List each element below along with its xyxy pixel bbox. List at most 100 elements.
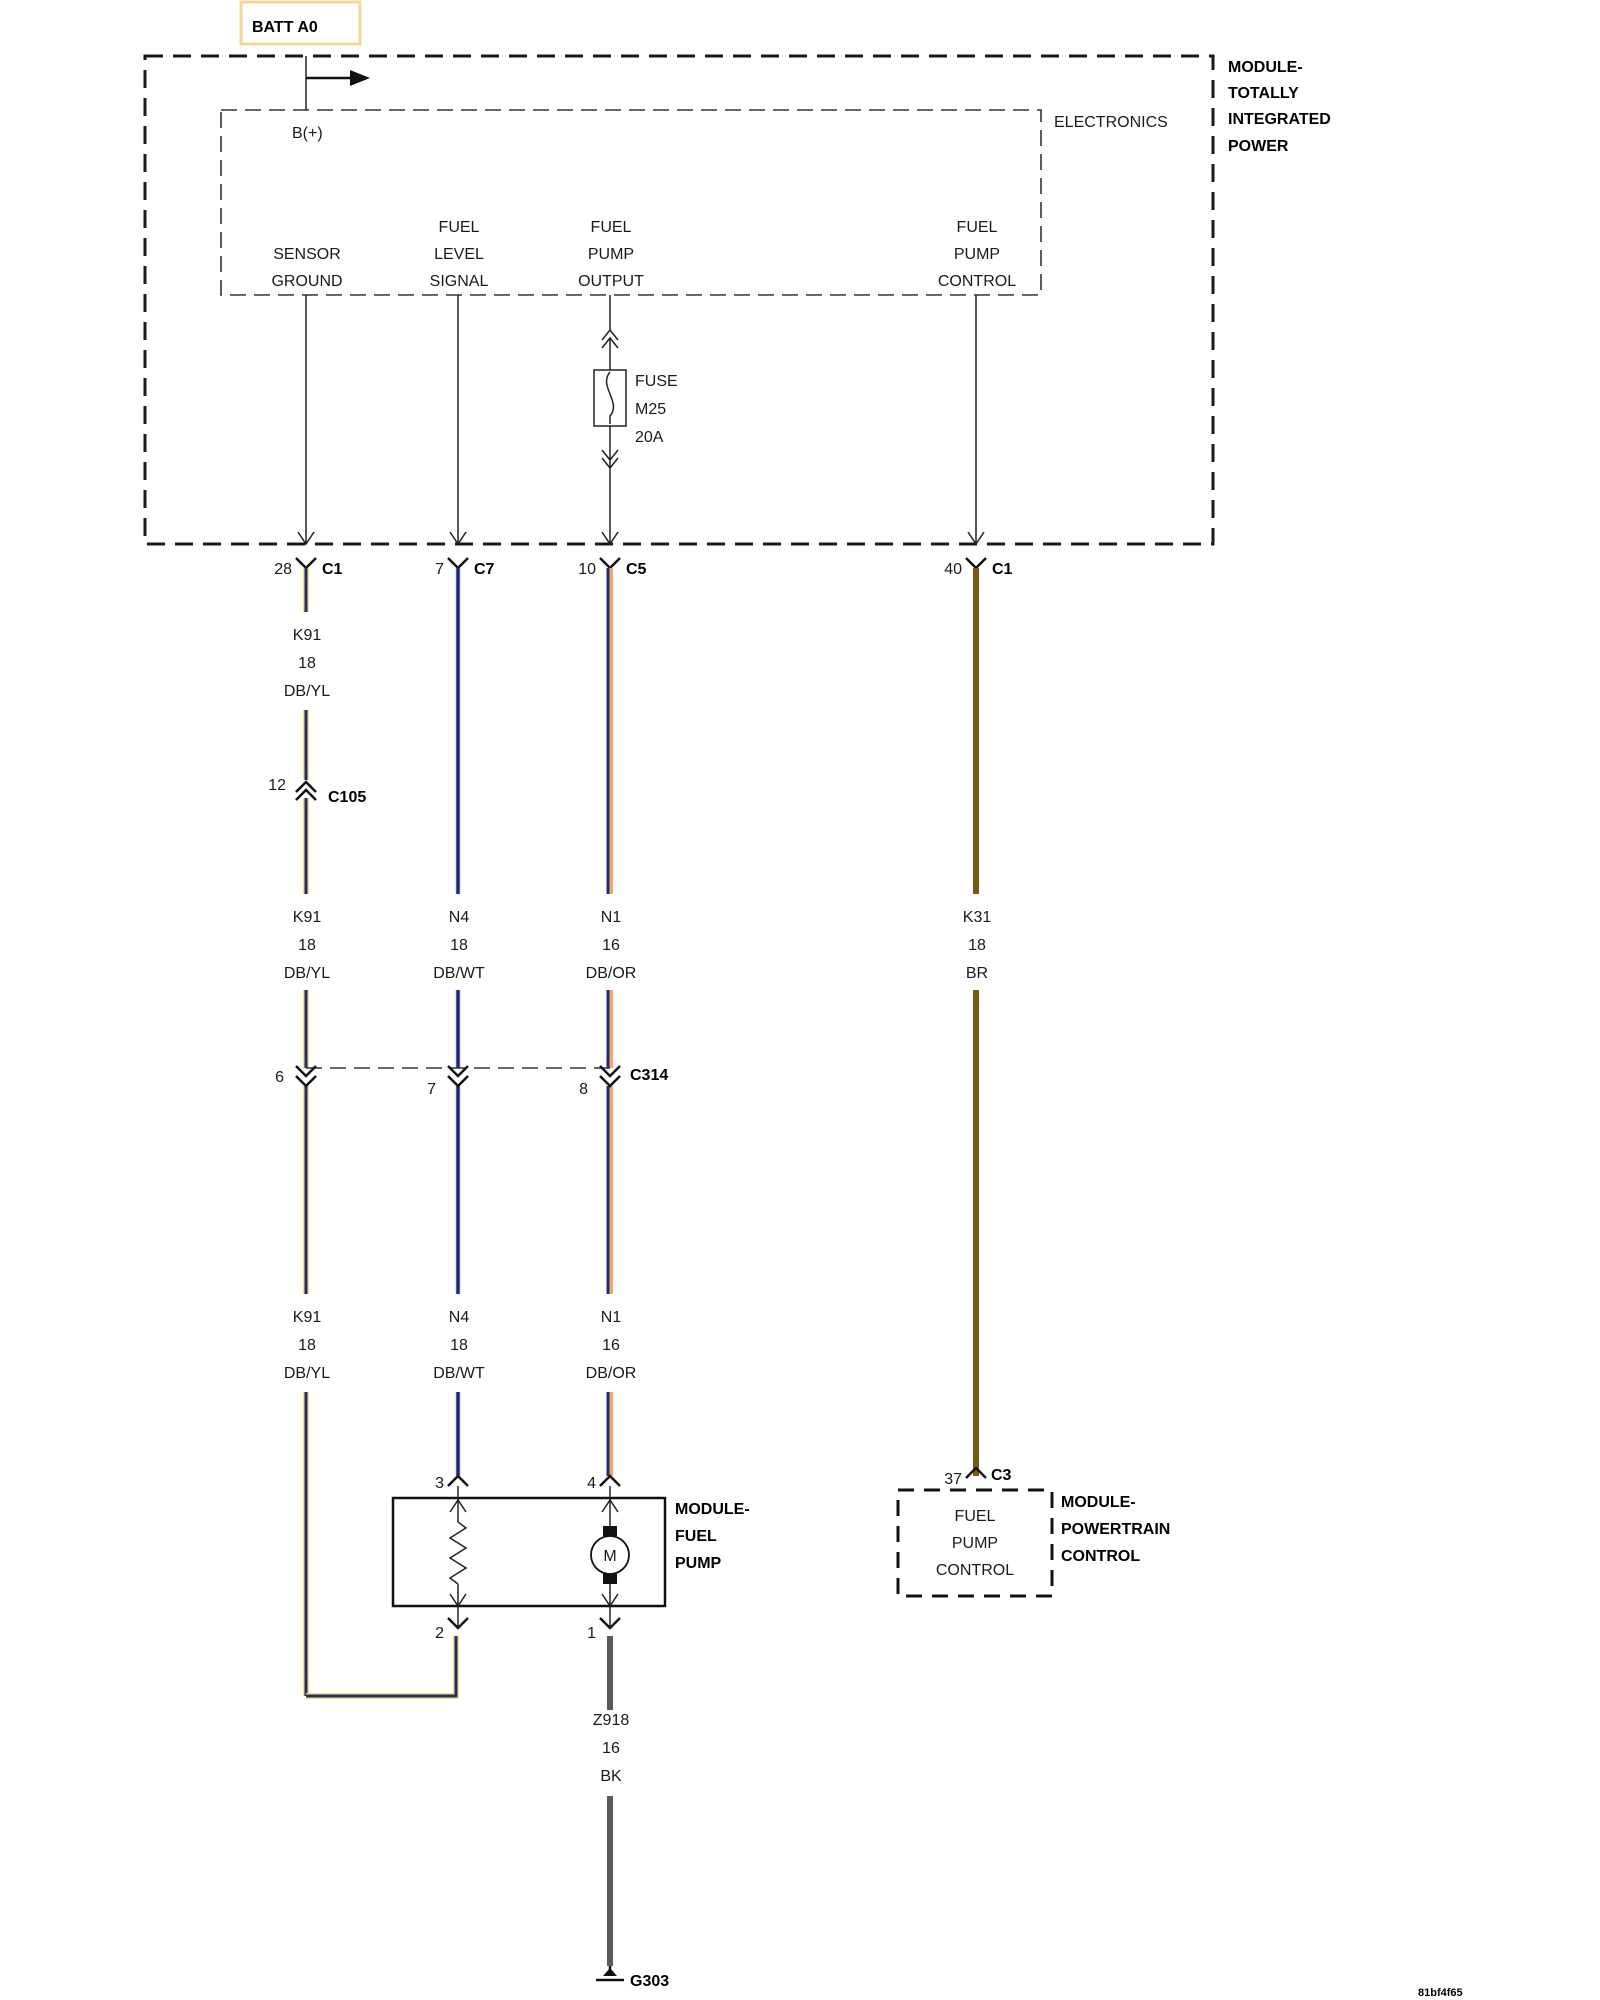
- tip-module-boundary: [143, 54, 1215, 546]
- wire-n1: [606, 568, 613, 1476]
- svg-text:DB/WT: DB/WT: [433, 1365, 485, 1382]
- svg-text:INTEGRATED: INTEGRATED: [1228, 111, 1331, 128]
- svg-text:K91: K91: [293, 627, 322, 644]
- svg-text:TOTALLY: TOTALLY: [1228, 85, 1299, 102]
- svg-text:FUEL: FUEL: [957, 219, 998, 236]
- batt-tag-box: [239, 0, 362, 46]
- batt-tag-label: BATT A0: [252, 19, 318, 36]
- svg-text:FUEL: FUEL: [591, 219, 632, 236]
- svg-text:8: 8: [579, 1081, 588, 1098]
- svg-text:C314: C314: [630, 1067, 668, 1084]
- svg-text:37: 37: [944, 1471, 962, 1488]
- pcm-title: MODULE- POWERTRAIN CONTROL: [1061, 1494, 1170, 1565]
- svg-text:MODULE-: MODULE-: [1061, 1494, 1136, 1511]
- svg-text:C5: C5: [626, 561, 647, 578]
- svg-text:PUMP: PUMP: [588, 246, 634, 263]
- svg-text:18: 18: [450, 937, 468, 954]
- svg-text:OUTPUT: OUTPUT: [578, 273, 644, 290]
- svg-text:Z918: Z918: [593, 1712, 630, 1729]
- svg-text:FUSE: FUSE: [635, 373, 678, 390]
- svg-text:10: 10: [578, 561, 596, 578]
- svg-text:CONTROL: CONTROL: [936, 1562, 1014, 1579]
- svg-text:N1: N1: [601, 1309, 622, 1326]
- wire-label-k91-low: K91 18 DB/YL: [284, 1309, 330, 1382]
- svg-text:DB/YL: DB/YL: [284, 1365, 330, 1382]
- svg-text:6: 6: [275, 1069, 284, 1086]
- svg-text:40: 40: [944, 561, 962, 578]
- svg-text:20A: 20A: [635, 429, 664, 446]
- fuel-pump-module-box: 3 4 2 1: [391, 1474, 667, 1642]
- svg-text:18: 18: [968, 937, 986, 954]
- connector-c105: 12 C105: [268, 777, 366, 806]
- bplus-label: B(+): [292, 125, 323, 142]
- wire-label-n1-low: N1 16 DB/OR: [586, 1309, 637, 1382]
- svg-text:18: 18: [298, 937, 316, 954]
- svg-text:POWERTRAIN: POWERTRAIN: [1061, 1521, 1170, 1538]
- svg-text:3: 3: [435, 1475, 444, 1492]
- wire-label-n1-mid: N1 16 DB/OR: [586, 909, 637, 982]
- svg-text:C105: C105: [328, 789, 366, 806]
- pin-label-fuel-pump-control: FUEL PUMP CONTROL: [938, 219, 1016, 290]
- svg-text:16: 16: [602, 1740, 620, 1757]
- svg-text:N4: N4: [449, 1309, 470, 1326]
- svg-text:SENSOR: SENSOR: [273, 246, 341, 263]
- wire-k91: [303, 568, 459, 1699]
- svg-text:MODULE-: MODULE-: [675, 1501, 750, 1518]
- wire-label-n4-low: N4 18 DB/WT: [433, 1309, 485, 1382]
- arrow-icon: [449, 531, 467, 546]
- connector-c3-pin37: 37 C3: [944, 1466, 1012, 1488]
- svg-text:18: 18: [298, 655, 316, 672]
- svg-text:K91: K91: [293, 909, 322, 926]
- svg-text:PUMP: PUMP: [954, 246, 1000, 263]
- electronics-boundary: [220, 109, 1042, 296]
- arrow-icon: [297, 531, 315, 546]
- svg-text:PUMP: PUMP: [952, 1535, 998, 1552]
- wire-label-z918: Z918 16 BK: [593, 1712, 630, 1785]
- svg-text:M25: M25: [635, 401, 666, 418]
- svg-text:16: 16: [602, 937, 620, 954]
- svg-text:C7: C7: [474, 561, 495, 578]
- svg-text:POWER: POWER: [1228, 138, 1289, 155]
- svg-text:7: 7: [435, 561, 444, 578]
- svg-text:7: 7: [427, 1081, 436, 1098]
- diagram-code: 81bf4f65: [1418, 1987, 1463, 1999]
- arrow-icon: [967, 531, 985, 546]
- svg-text:G303: G303: [630, 1973, 669, 1990]
- pcm-pin-label: FUEL PUMP CONTROL: [936, 1508, 1014, 1579]
- svg-text:FUEL: FUEL: [439, 219, 480, 236]
- svg-text:BK: BK: [600, 1768, 622, 1785]
- svg-text:C1: C1: [322, 561, 343, 578]
- ground-g303: G303: [596, 1966, 669, 1990]
- svg-text:K31: K31: [963, 909, 992, 926]
- wire-label-k31: K31 18 BR: [963, 909, 992, 982]
- fuse-m25-symbol: [593, 328, 627, 470]
- bplus-arrow-icon: [350, 70, 370, 86]
- svg-text:28: 28: [274, 561, 292, 578]
- electronics-label: ELECTRONICS: [1054, 114, 1168, 131]
- svg-text:12: 12: [268, 777, 286, 794]
- svg-text:CONTROL: CONTROL: [1061, 1548, 1140, 1565]
- arrow-icon: [601, 531, 619, 546]
- connector-c314: 6 7 8 C314: [275, 1065, 668, 1098]
- svg-text:18: 18: [298, 1337, 316, 1354]
- svg-text:N1: N1: [601, 909, 622, 926]
- pin-label-fuel-level-signal: FUEL LEVEL SIGNAL: [430, 219, 489, 290]
- tip-module-title: MODULE- TOTALLY INTEGRATED POWER: [1228, 59, 1331, 155]
- svg-text:C3: C3: [991, 1467, 1012, 1484]
- wire-label-k91-mid: K91 18 DB/YL: [284, 909, 330, 982]
- svg-text:LEVEL: LEVEL: [434, 246, 484, 263]
- svg-text:DB/YL: DB/YL: [284, 683, 330, 700]
- wire-label-n4-mid: N4 18 DB/WT: [433, 909, 485, 982]
- svg-text:4: 4: [587, 1475, 596, 1492]
- svg-text:BR: BR: [966, 965, 988, 982]
- svg-text:DB/WT: DB/WT: [433, 965, 485, 982]
- svg-text:CONTROL: CONTROL: [938, 273, 1016, 290]
- svg-text:DB/OR: DB/OR: [586, 965, 637, 982]
- fuse-label: FUSE M25 20A: [635, 373, 678, 446]
- svg-text:K91: K91: [293, 1309, 322, 1326]
- motor-m-icon: M: [603, 1548, 616, 1565]
- svg-text:18: 18: [450, 1337, 468, 1354]
- pin-label-sensor-ground: SENSOR GROUND: [271, 246, 342, 290]
- svg-text:SIGNAL: SIGNAL: [430, 273, 489, 290]
